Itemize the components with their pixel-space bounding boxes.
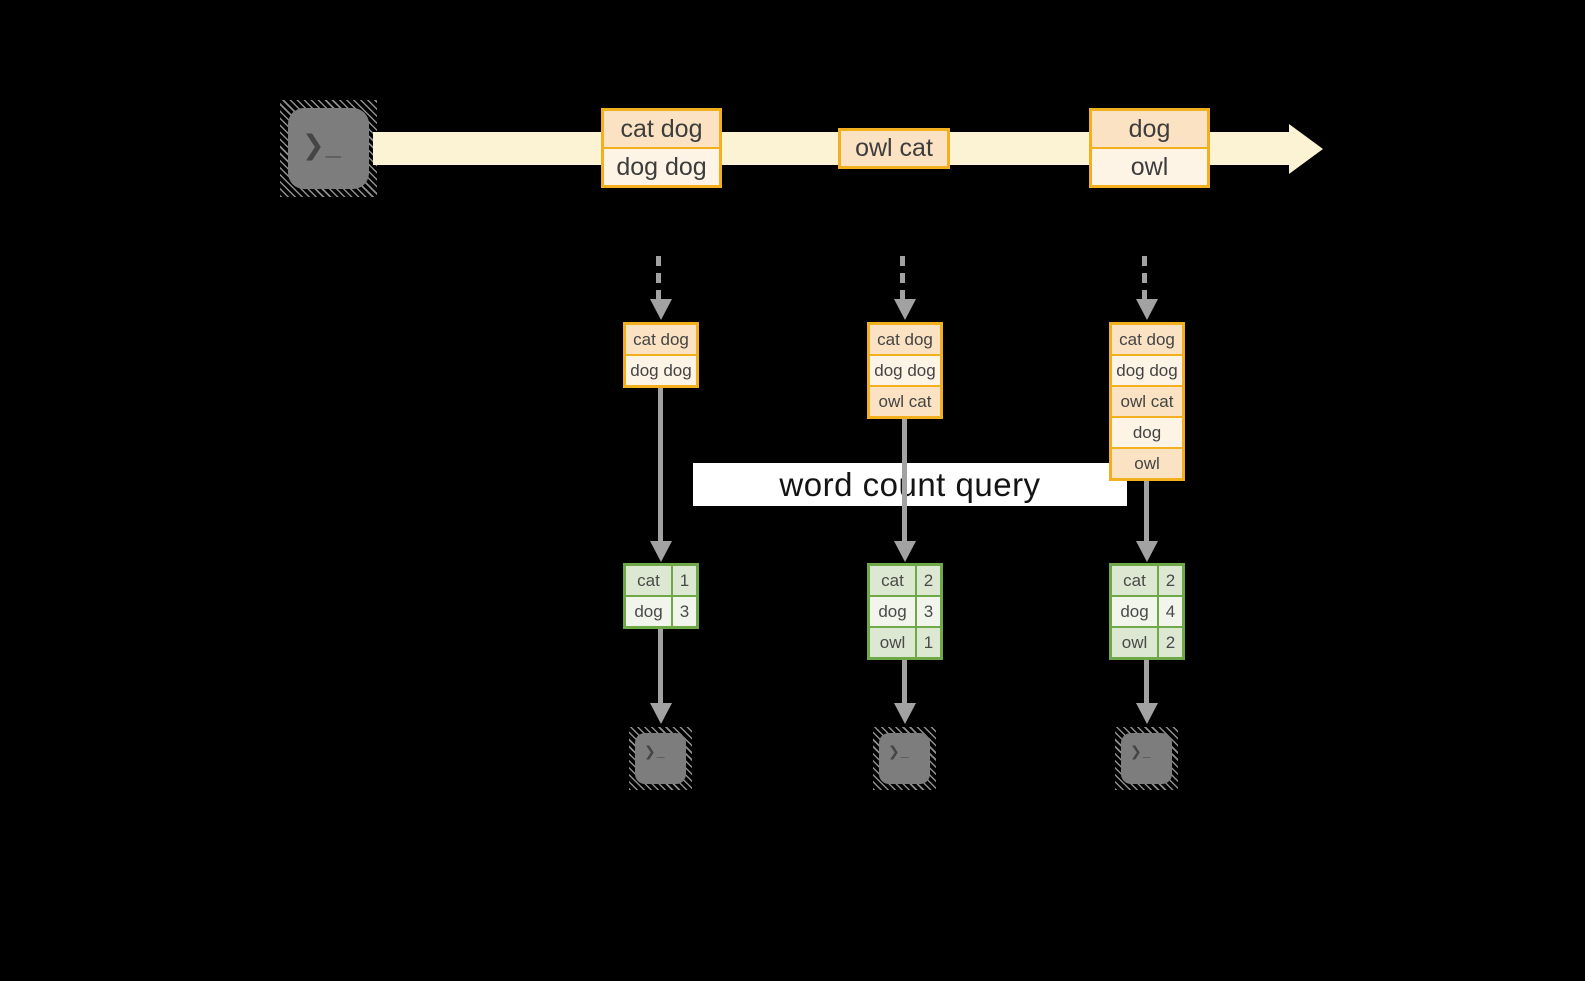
- ingest-arrowhead-icon: [1136, 299, 1158, 320]
- terminal-prompt-icon: ❯_: [302, 130, 342, 160]
- output-arrow: [902, 660, 907, 703]
- count-row: cat 2: [870, 566, 940, 595]
- query-arrow: [902, 419, 907, 541]
- buffer-item: dog: [1112, 416, 1182, 447]
- terminal-prompt-icon: ❯_: [1130, 743, 1152, 759]
- stream-event-box: cat dog dog dog: [601, 108, 722, 188]
- count-value-cell: 1: [679, 571, 690, 590]
- query-arrow: [658, 388, 663, 541]
- output-arrow: [1144, 660, 1149, 703]
- terminal-screen: ❯_: [635, 733, 686, 784]
- output-arrowhead-icon: [894, 703, 916, 724]
- count-word-cell: cat: [870, 566, 917, 595]
- terminal-screen: ❯_: [1121, 733, 1172, 784]
- query-arrowhead-icon: [894, 541, 916, 562]
- count-value-cell: 2: [923, 571, 934, 590]
- count-row: owl 1: [870, 626, 940, 657]
- buffer-item: cat dog: [1112, 325, 1182, 354]
- count-row: owl 2: [1112, 626, 1182, 657]
- terminal-icon: ❯_: [873, 727, 936, 790]
- count-row: dog 3: [626, 595, 696, 626]
- ingest-arrowhead-icon: [894, 299, 916, 320]
- stream-event-line: cat dog: [604, 111, 719, 147]
- terminal-icon: ❯_: [280, 100, 377, 197]
- buffer-item: cat dog: [870, 325, 940, 354]
- stream-event-line: owl: [1092, 147, 1207, 185]
- count-value-cell: 3: [679, 602, 690, 621]
- ingest-arrowhead-icon: [650, 299, 672, 320]
- count-table: cat 2 dog 4 owl 2: [1109, 563, 1185, 660]
- buffer-item: dog dog: [870, 354, 940, 385]
- buffer-item: dog dog: [1112, 354, 1182, 385]
- query-banner: word count query: [693, 463, 1127, 506]
- buffer-stack: cat dog dog dog owl cat: [867, 322, 943, 419]
- query-arrowhead-icon: [650, 541, 672, 562]
- stream-event-box: owl cat: [838, 128, 950, 169]
- count-word-cell: dog: [870, 597, 917, 626]
- buffer-item: cat dog: [626, 325, 696, 354]
- terminal-prompt-icon: ❯_: [888, 743, 910, 759]
- terminal-prompt-icon: ❯_: [644, 743, 666, 759]
- count-table: cat 2 dog 3 owl 1: [867, 563, 943, 660]
- count-row: dog 3: [870, 595, 940, 626]
- count-word-cell: owl: [1112, 628, 1159, 657]
- buffer-item: owl cat: [870, 385, 940, 416]
- query-arrowhead-icon: [1136, 541, 1158, 562]
- terminal-screen: ❯_: [879, 733, 930, 784]
- output-arrowhead-icon: [1136, 703, 1158, 724]
- count-value-cell: 1: [923, 633, 934, 652]
- terminal-screen: ❯_: [288, 108, 369, 189]
- stream-event-line: dog: [1092, 111, 1207, 147]
- query-arrow: [1144, 481, 1149, 541]
- stream-event-line: owl cat: [841, 131, 947, 166]
- ingest-arrow: [1142, 256, 1147, 300]
- buffer-item: owl: [1112, 447, 1182, 478]
- count-row: cat 1: [626, 566, 696, 595]
- buffer-stack: cat dog dog dog: [623, 322, 699, 388]
- count-word-cell: cat: [626, 566, 673, 595]
- stream-arrowhead-icon: [1289, 124, 1323, 174]
- count-word-cell: dog: [626, 597, 673, 626]
- stream-event-box: dog owl: [1089, 108, 1210, 188]
- count-value-cell: 2: [1165, 633, 1176, 652]
- buffer-item: owl cat: [1112, 385, 1182, 416]
- stream-event-line: dog dog: [604, 147, 719, 185]
- terminal-icon: ❯_: [1115, 727, 1178, 790]
- count-word-cell: dog: [1112, 597, 1159, 626]
- count-row: dog 4: [1112, 595, 1182, 626]
- count-row: cat 2: [1112, 566, 1182, 595]
- ingest-arrow: [900, 256, 905, 300]
- count-word-cell: owl: [870, 628, 917, 657]
- count-table: cat 1 dog 3: [623, 563, 699, 629]
- output-arrowhead-icon: [650, 703, 672, 724]
- terminal-icon: ❯_: [629, 727, 692, 790]
- buffer-item: dog dog: [626, 354, 696, 385]
- count-word-cell: cat: [1112, 566, 1159, 595]
- count-value-cell: 4: [1165, 602, 1176, 621]
- buffer-stack: cat dog dog dog owl cat dog owl: [1109, 322, 1185, 481]
- output-arrow: [658, 629, 663, 703]
- ingest-arrow: [656, 256, 661, 300]
- count-value-cell: 2: [1165, 571, 1176, 590]
- count-value-cell: 3: [923, 602, 934, 621]
